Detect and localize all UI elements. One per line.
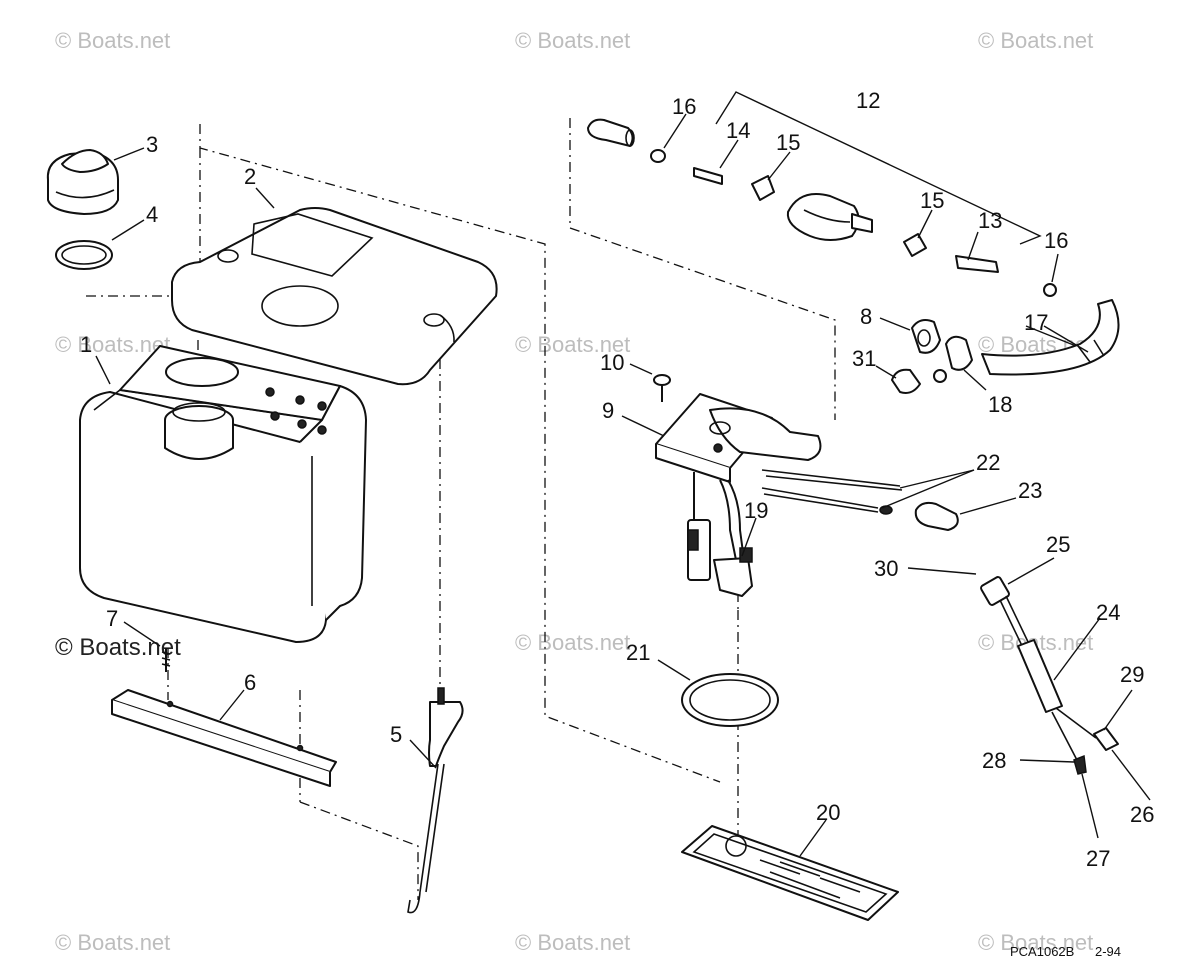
drawing-date: 2-94 [1095,944,1121,959]
callout-5: 5 [390,722,402,747]
hose-clamp-part [891,319,973,394]
callout-16: 16 [1044,228,1068,253]
callout-13: 13 [978,208,1002,233]
drawing-code-block: PCA1062B 2-94 [1010,944,1121,959]
callout-2: 2 [244,164,256,189]
callout-23: 23 [1018,478,1042,503]
callout-19: 19 [744,498,768,523]
fuel-pickup-part [407,687,464,914]
callout-15: 15 [776,130,800,155]
pickup-o-ring-part [681,673,779,727]
callout-labels: 1 2 3 4 5 6 7 8 9 10 12 13 14 15 15 16 1… [80,88,1154,871]
callout-6: 6 [244,670,256,695]
callout-9: 9 [602,398,614,423]
callout-8: 8 [860,304,872,329]
watermark-dark: © Boats.net [55,634,181,661]
fuel-hose-part [981,299,1120,376]
callout-leaders [95,91,1151,857]
bracket-screw-part [161,648,171,672]
callout-26: 26 [1130,802,1154,827]
watermark: © Boats.net [515,332,630,357]
callout-29: 29 [1120,662,1144,687]
callout-17: 17 [1024,310,1048,335]
fuel-tank-part [79,345,367,643]
filler-cap-part [46,149,119,215]
callout-31: 31 [852,346,876,371]
callout-3: 3 [146,132,158,157]
watermark: © Boats.net [515,28,630,53]
callout-18: 18 [988,392,1012,417]
watermark: © Boats.net [978,930,1093,955]
pickup-housing-part [655,393,822,597]
callout-27: 27 [1086,846,1110,871]
mounting-bracket-part [111,689,337,787]
callout-21: 21 [626,640,650,665]
callout-12: 12 [856,88,880,113]
bolt-part [653,374,671,402]
watermark: © Boats.net [515,930,630,955]
watermark: © Boats.net [978,28,1093,53]
callout-24: 24 [1096,600,1120,625]
callout-30: 30 [874,556,898,581]
tank-cover-part [171,207,498,386]
watermark: © Boats.net [55,332,170,357]
callout-4: 4 [146,202,158,227]
callout-7: 7 [106,606,118,631]
callout-14: 14 [726,118,750,143]
sending-unit-part [980,576,1119,775]
callout-28: 28 [982,748,1006,773]
drawing-code: PCA1062B [1010,944,1074,959]
callout-15: 15 [920,188,944,213]
callout-10: 10 [600,350,624,375]
callout-25: 25 [1046,532,1070,557]
wire-lead-part [761,469,959,531]
callout-1: 1 [80,332,92,357]
cap-o-ring-part [55,240,113,270]
callout-22: 22 [976,450,1000,475]
decal-plate-part [681,825,899,921]
watermark: © Boats.net [55,28,170,53]
callout-20: 20 [816,800,840,825]
callout-16: 16 [672,94,696,119]
primer-bulb-part [587,118,1057,297]
watermark: © Boats.net [515,630,630,655]
watermark: © Boats.net [55,930,170,955]
